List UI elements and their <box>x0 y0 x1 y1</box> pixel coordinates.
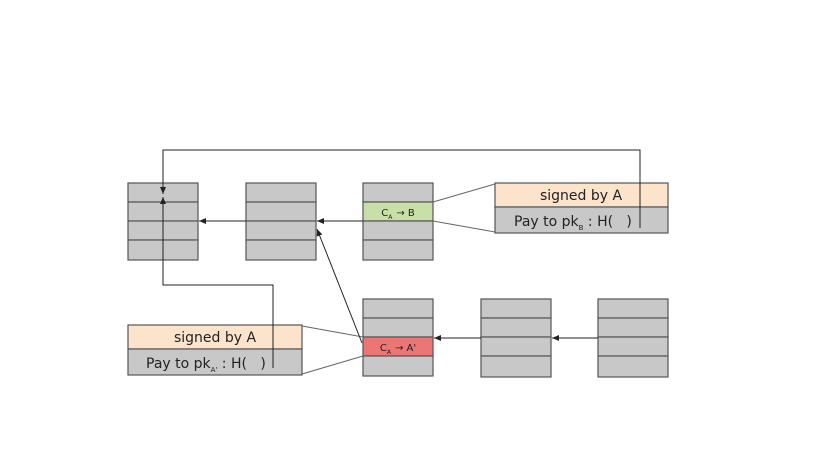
arrow-b4-b2 <box>316 228 363 344</box>
callout-top-box <box>494 182 669 234</box>
block-4 <box>362 298 434 377</box>
block-5 <box>480 298 552 378</box>
hash-pointer-bottom <box>160 197 274 368</box>
callout-top-pay: Pay to pkB : H( ) <box>514 214 632 232</box>
block-2 <box>245 182 317 261</box>
callout-top-signed: signed by A <box>540 188 623 204</box>
callout-lines <box>301 183 496 375</box>
block-6 <box>597 298 669 378</box>
callout-bottom-pay: Pay to pkA' : H( ) <box>146 356 266 374</box>
tx-top-label: CA→ B <box>381 208 415 221</box>
block-3 <box>362 182 434 261</box>
tx-bottom-label: CA→ A' <box>380 343 416 356</box>
hash-pointer-top <box>160 149 641 228</box>
callout-bottom-signed: signed by A <box>174 330 257 346</box>
